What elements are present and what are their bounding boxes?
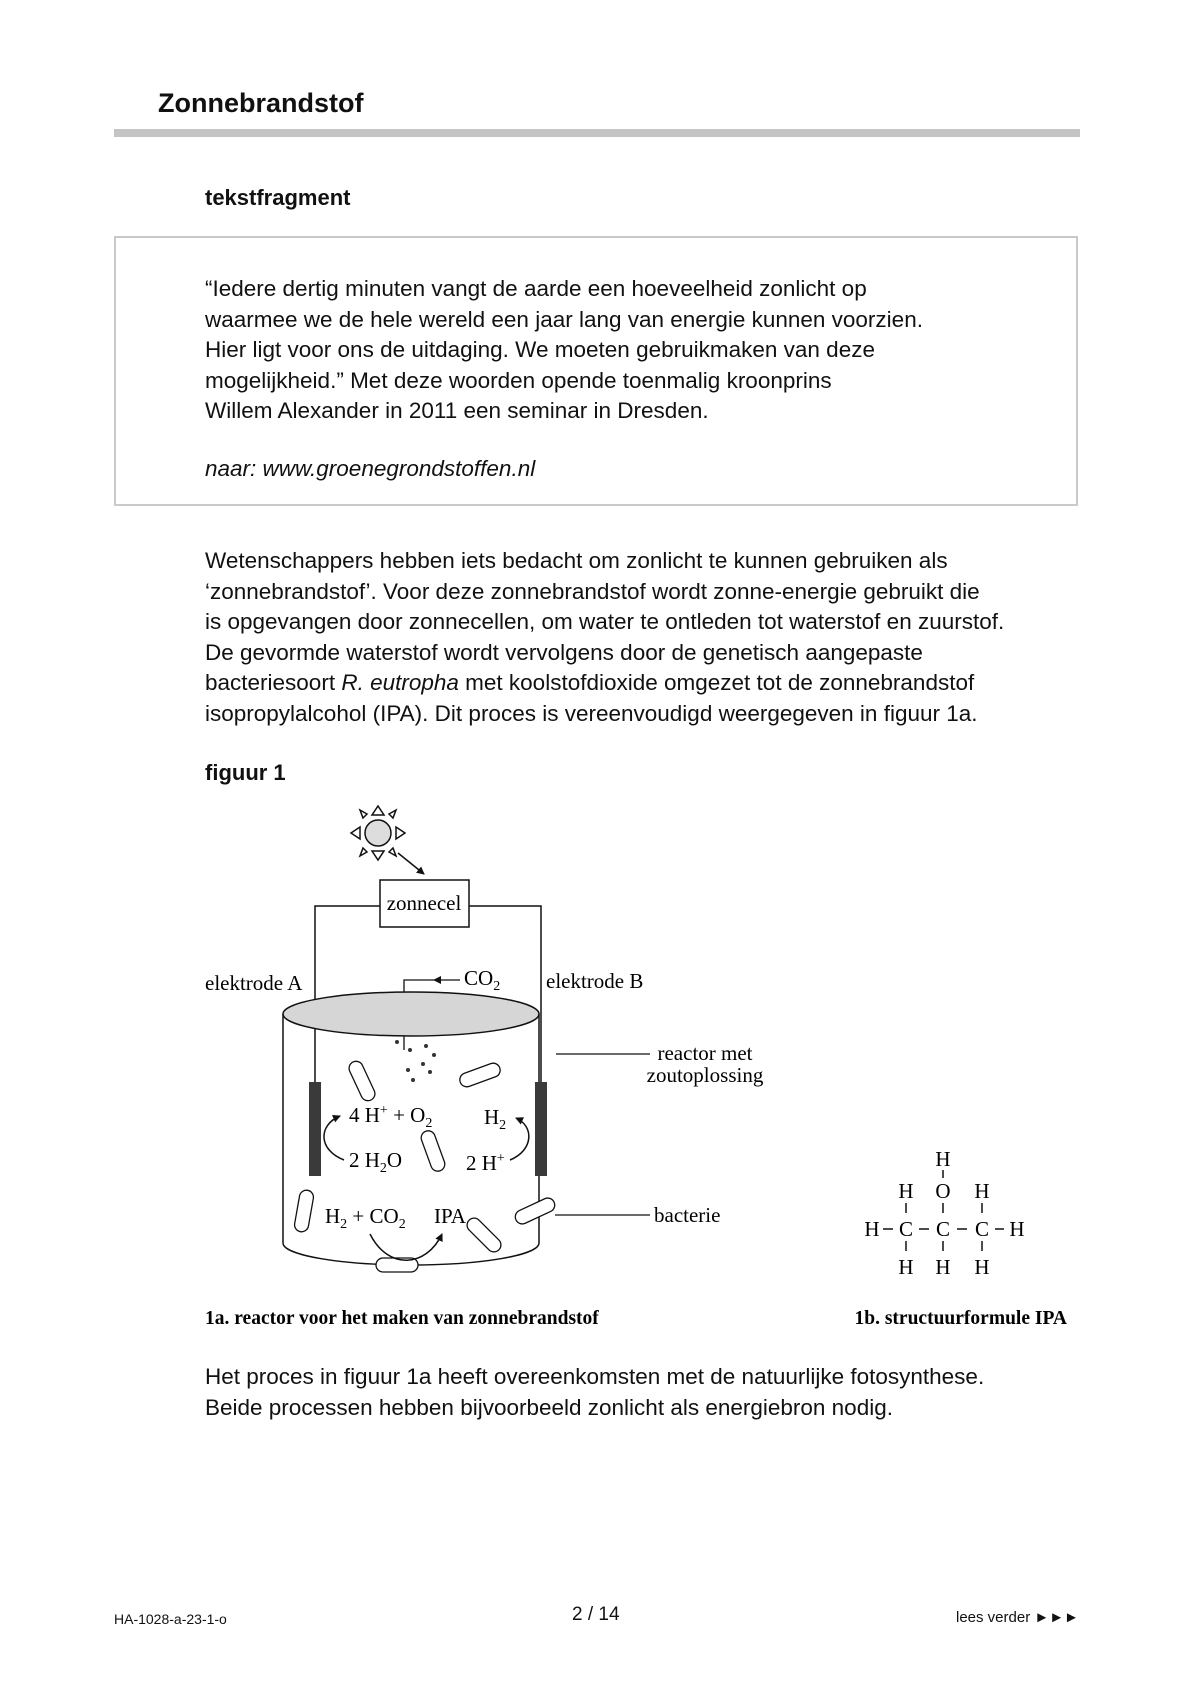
elektrode-b — [535, 1082, 547, 1176]
feed-reactants: H2 + CO2 — [325, 1204, 406, 1232]
exam-code: HA-1028-a-23-1-o — [114, 1611, 227, 1627]
zonnecel-box — [379, 879, 470, 928]
atom-label: H — [974, 1179, 989, 1203]
atom-label: C — [936, 1217, 950, 1241]
atom-label: H — [864, 1217, 879, 1241]
sun-icon — [349, 804, 407, 862]
elektrode-a — [309, 1082, 321, 1176]
intro-line: is opgevangen door zonnecellen, om water… — [205, 609, 1005, 634]
sunlight-arrow — [397, 852, 425, 875]
proton-reactant: 2 H+ — [466, 1151, 505, 1175]
ipa-bonds — [883, 1170, 1004, 1251]
reactor-label-line1: reactor met — [657, 1041, 752, 1065]
intro-text: bacteriesoort — [205, 670, 342, 695]
quote-line: mogelijkheid.” Met deze woorden opende t… — [205, 367, 832, 393]
ipa-structure: H H O H H C C C H H H H — [864, 1147, 1024, 1279]
caption-1a: 1a. reactor voor het maken van zonnebran… — [205, 1308, 599, 1329]
oxidation-product: 4 H+ + O2 — [349, 1103, 432, 1131]
quote-line: Willem Alexander in 2011 een seminar in … — [205, 398, 709, 423]
atom-label: H — [974, 1255, 989, 1279]
atom-label: C — [899, 1217, 913, 1241]
atom-label: O — [935, 1179, 950, 1203]
wire-b — [469, 905, 542, 1086]
intro-line: De gevormde waterstof wordt vervolgens d… — [205, 639, 923, 665]
figure-heading: figuur 1 — [205, 760, 286, 785]
gas-bubbles — [395, 1040, 436, 1082]
bacteria — [293, 1060, 556, 1273]
caption-1b: 1b. structuurformule IPA — [855, 1308, 1068, 1329]
zonnecel-label: zonnecel — [387, 891, 462, 915]
intro-line: bacteriesoort R. eutropha met koolstofdi… — [205, 668, 1004, 699]
oxidation-arrow — [323, 1114, 345, 1161]
quote-line: waarmee we de hele wereld een jaar lang … — [205, 306, 923, 332]
intro-line: ‘zonnebrandstof’. Voor deze zonnebrandst… — [205, 578, 980, 604]
atom-label: H — [1009, 1217, 1024, 1241]
quote-source: naar: www.groenegrondstoffen.nl — [205, 456, 536, 481]
bacterie-label: bacterie — [654, 1203, 720, 1227]
title-divider — [114, 129, 1080, 137]
ipa-product: IPA — [434, 1204, 467, 1228]
species-name: R. eutropha — [341, 670, 459, 695]
closing-line: Beide processen hebben bijvoorbeeld zonl… — [205, 1394, 893, 1420]
quote-line: Hier ligt voor ons de uitdaging. We moet… — [205, 337, 875, 362]
figure-drawing: zonnecel elektrode A elektrode B CO2 rea… — [205, 804, 1068, 1329]
page-number: 2 / 14 — [572, 1604, 620, 1625]
closing-paragraph: Het proces in figuur 1a heeft overeenkom… — [205, 1362, 984, 1423]
elektrode-b-label: elektrode B — [546, 969, 643, 993]
reduction-arrow — [509, 1117, 530, 1161]
quote-box — [114, 236, 1078, 506]
co2-label: CO2 — [464, 966, 500, 994]
quote-line: “Iedere dertig minuten vangt de aarde ee… — [205, 276, 867, 301]
atom-label: H — [898, 1255, 913, 1279]
reactor-vessel — [282, 991, 540, 1266]
page-title: Zonnebrandstof — [158, 88, 364, 118]
ipa-synthesis-arrow — [369, 1233, 443, 1261]
quote-text: “Iedere dertig minuten vangt de aarde ee… — [205, 274, 923, 427]
intro-text: met koolstofdioxide omgezet tot de zonne… — [458, 670, 975, 695]
atom-label: H — [935, 1147, 950, 1171]
reactor-label-line2: zoutoplossing — [647, 1063, 764, 1087]
atom-label: H — [898, 1179, 913, 1203]
intro-line: isopropylalcohol (IPA). Dit proces is ve… — [205, 700, 978, 726]
intro-paragraph: Wetenschappers hebben iets bedacht om zo… — [205, 546, 1004, 729]
hydrogen-product: H2 — [484, 1105, 506, 1133]
figure-1: zonnecel elektrode A elektrode B CO2 rea… — [190, 795, 1090, 1335]
atom-label: C — [975, 1217, 989, 1241]
elektrode-a-label: elektrode A — [205, 971, 303, 995]
fragment-heading: tekstfragment — [205, 185, 351, 210]
atom-label: H — [935, 1255, 950, 1279]
continue-link: lees verder ►►► — [956, 1609, 1079, 1626]
closing-line: Het proces in figuur 1a heeft overeenkom… — [205, 1364, 985, 1389]
water-reactant: 2 H2O — [349, 1148, 402, 1176]
intro-line: Wetenschappers hebben iets bedacht om zo… — [205, 548, 948, 573]
